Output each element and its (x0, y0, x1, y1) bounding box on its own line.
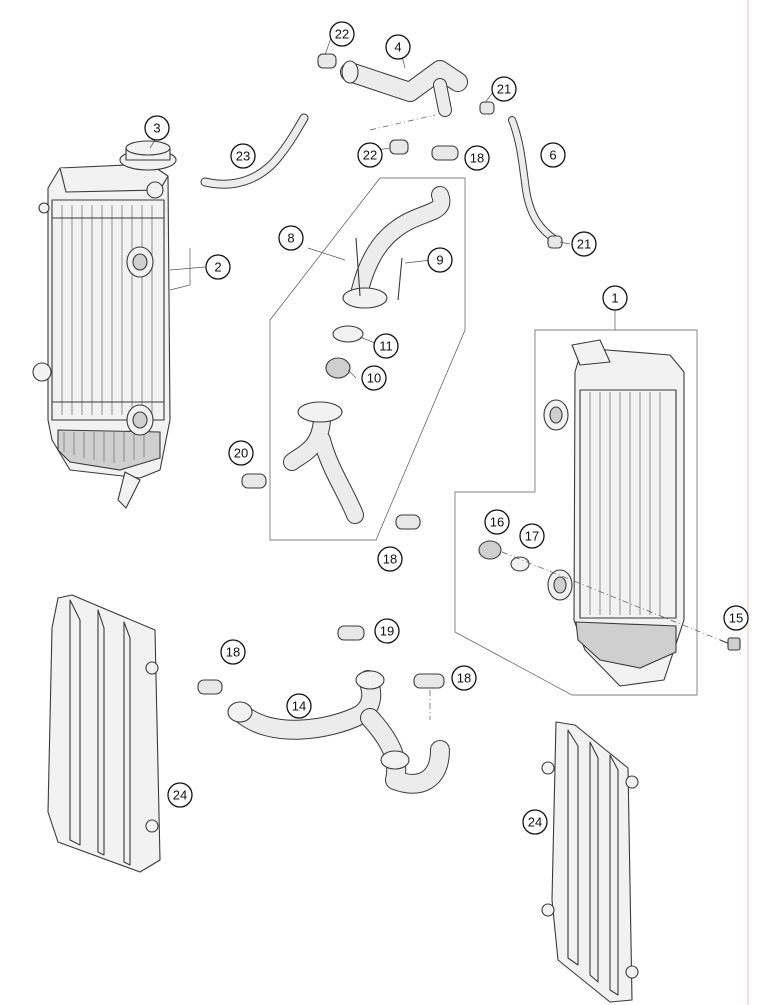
callout-label: 17 (525, 529, 539, 544)
callout-label: 10 (367, 371, 381, 386)
washer (510, 556, 530, 572)
callout-label: 18 (383, 552, 397, 567)
radiator-cap (119, 140, 177, 171)
right-radiator (543, 339, 685, 687)
callout-9: 9 (427, 247, 453, 273)
o-ring (332, 325, 364, 343)
clamp-18-right (413, 673, 445, 689)
callout-label: 20 (234, 446, 248, 461)
callout-21-lower: 21 (571, 231, 597, 257)
upper-hose (340, 60, 468, 117)
callout-3: 3 (144, 115, 170, 141)
callout-label: 1 (611, 291, 618, 306)
clamp-21-top (479, 101, 495, 115)
callout-20: 20 (228, 440, 254, 466)
callout-18-mid: 18 (377, 546, 403, 572)
callout-label: 3 (153, 121, 160, 136)
thermostat-lower-hose (283, 401, 364, 524)
callout-15: 15 (723, 605, 749, 631)
right-radiator-group-frame (454, 329, 698, 696)
callout-label: 18 (470, 151, 484, 166)
assembly-line-upper (369, 114, 436, 131)
callout-label: 15 (729, 611, 743, 626)
callout-8: 8 (278, 225, 304, 251)
right-louver (541, 721, 639, 1003)
clamp-22-top (317, 53, 337, 69)
callout-label: 22 (335, 27, 349, 42)
callout-label: 2 (214, 260, 221, 275)
callout-24-left: 24 (167, 782, 193, 808)
callout-1: 1 (602, 285, 628, 311)
overflow-hose (508, 116, 560, 244)
callout-10: 10 (361, 365, 387, 391)
callout-label: 21 (497, 82, 511, 97)
callout-18-top: 18 (464, 145, 490, 171)
callout-label: 22 (363, 148, 377, 163)
callout-21-top: 21 (491, 76, 517, 102)
callout-18-right: 18 (451, 665, 477, 691)
screw (719, 637, 741, 651)
callout-label: 18 (457, 671, 471, 686)
callout-22-top: 22 (329, 21, 355, 47)
left-louver (47, 594, 161, 873)
callout-17: 17 (519, 523, 545, 549)
callout-label: 4 (394, 40, 401, 55)
callout-label: 18 (226, 645, 240, 660)
assembly-line-right (501, 551, 726, 643)
callout-label: 24 (173, 788, 187, 803)
callout-16: 16 (484, 509, 510, 535)
grommet (478, 540, 502, 560)
clamp-21-lower (547, 235, 563, 249)
clamp-19 (337, 625, 365, 641)
thermostat (325, 357, 351, 379)
clamp-18-left (197, 679, 223, 695)
thermostat-housing-hose (342, 186, 451, 309)
callout-22-lower: 22 (357, 142, 383, 168)
callout-label: 14 (292, 699, 306, 714)
callout-label: 6 (549, 148, 556, 163)
thermostat-group-frame (269, 177, 466, 541)
callout-23: 23 (230, 143, 256, 169)
callout-label: 16 (490, 515, 504, 530)
callout-14: 14 (286, 693, 312, 719)
callout-19: 19 (374, 618, 400, 644)
clamp-22-lower (389, 139, 409, 155)
callout-label: 8 (287, 231, 294, 246)
callout-label: 23 (236, 149, 250, 164)
callout-2: 2 (205, 254, 231, 280)
clamp-18-top (431, 145, 459, 161)
clamp-20 (241, 473, 267, 489)
callout-4: 4 (385, 34, 411, 60)
left-radiator (32, 163, 171, 509)
callout-24-right: 24 (522, 809, 548, 835)
callout-label: 11 (379, 339, 393, 354)
clamp-18-mid (395, 514, 421, 530)
callout-11: 11 (373, 333, 399, 359)
bypass-hose (200, 113, 309, 189)
lower-hose (227, 670, 450, 794)
callout-label: 21 (577, 237, 591, 252)
callout-label: 9 (436, 253, 443, 268)
callout-label: 19 (380, 624, 394, 639)
callout-18-left: 18 (220, 639, 246, 665)
callout-6: 6 (540, 142, 566, 168)
callout-label: 24 (528, 815, 542, 830)
